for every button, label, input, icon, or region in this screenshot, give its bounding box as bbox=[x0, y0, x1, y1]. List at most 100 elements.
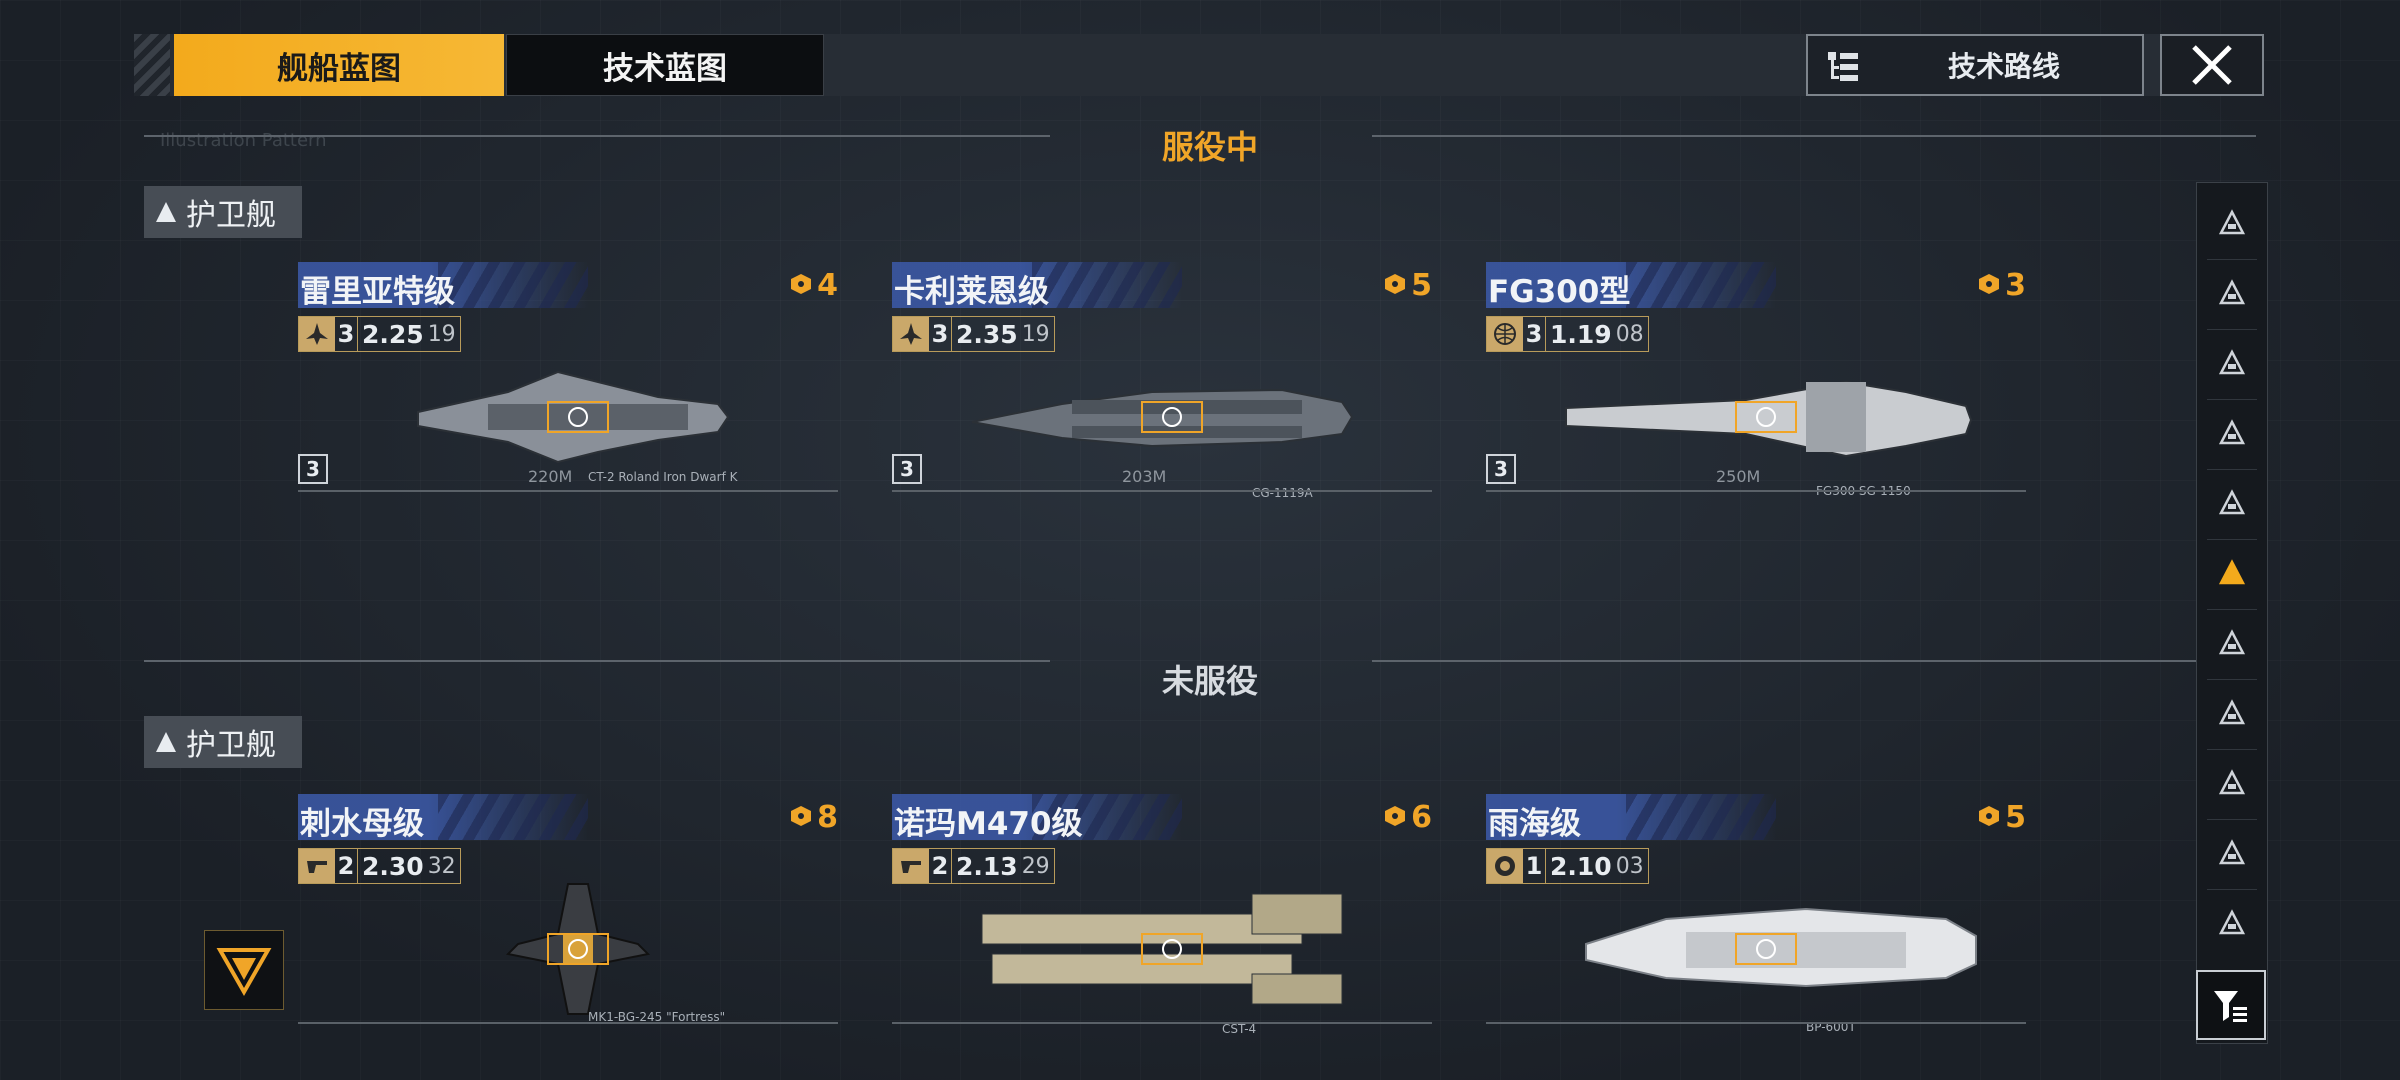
filter-base[interactable] bbox=[2197, 889, 2267, 959]
frigate-icon bbox=[2218, 559, 2246, 585]
name-band bbox=[892, 262, 1182, 308]
frigate-silhouette-icon bbox=[893, 317, 929, 351]
destroyer-icon bbox=[2218, 489, 2246, 515]
stat-value: 2.13 bbox=[956, 851, 1018, 881]
ship-class-filter-bar bbox=[2196, 182, 2268, 1044]
blueprint-count: 8 bbox=[789, 800, 838, 835]
stat-sub-value: 19 bbox=[1021, 321, 1050, 347]
filter-divider bbox=[2207, 259, 2257, 260]
length-ruler bbox=[298, 490, 838, 492]
blueprint-count: 5 bbox=[1977, 800, 2026, 835]
ship-model bbox=[358, 342, 798, 492]
level-badge: 3 bbox=[298, 454, 328, 484]
ship-card[interactable]: 雨海级 5 1 2.10 03 BP-600T bbox=[1486, 794, 2026, 1034]
tab-ship-blueprint[interactable]: 舰船蓝图 bbox=[174, 34, 504, 96]
stat-sub-value: 08 bbox=[1615, 321, 1644, 347]
ship-stats: 3 1.19 08 bbox=[1486, 316, 1649, 352]
ship-name: 诺玛M470级 bbox=[894, 806, 1083, 842]
fighter-icon bbox=[2218, 699, 2246, 725]
ship-caption: MK1-BG-245 "Fortress" bbox=[588, 1010, 726, 1024]
filter-hangar[interactable] bbox=[2197, 189, 2267, 259]
length-ruler bbox=[892, 1022, 1432, 1024]
filter-destroyer[interactable] bbox=[2197, 469, 2267, 539]
filter-station[interactable] bbox=[2197, 749, 2267, 819]
hint-badge-button[interactable] bbox=[204, 930, 284, 1010]
emblem-icon bbox=[1487, 849, 1523, 883]
filter-battlecruiser[interactable] bbox=[2197, 329, 2267, 399]
category-tab-frigate[interactable]: 护卫舰 bbox=[144, 186, 302, 238]
ship-name: 雷里亚特级 bbox=[300, 274, 455, 310]
ship-length: 220M bbox=[528, 467, 573, 486]
length-ruler bbox=[298, 1022, 838, 1024]
gun-icon bbox=[299, 849, 335, 883]
section-divider-left bbox=[144, 660, 1050, 662]
tech-route-label: 技术路线 bbox=[1948, 50, 2061, 83]
ship-stats: 3 2.25 19 bbox=[298, 316, 461, 352]
station-icon bbox=[2218, 769, 2246, 795]
stat-value: 2.35 bbox=[956, 319, 1018, 349]
blueprint-icon bbox=[1977, 268, 2001, 303]
tier-value: 2 bbox=[335, 849, 358, 883]
filter-carrier[interactable] bbox=[2197, 259, 2267, 329]
stat-sub-value: 19 bbox=[427, 321, 456, 347]
stat-sub-value: 03 bbox=[1615, 853, 1644, 879]
tier-value: 3 bbox=[335, 317, 358, 351]
tab-tech-blueprint[interactable]: 技术蓝图 bbox=[506, 34, 824, 96]
ship-card[interactable]: FG300型 3 3 1.19 08 FG300 SG-1150 250M 3 bbox=[1486, 262, 2026, 498]
stat-sub-value: 32 bbox=[427, 853, 456, 879]
filter-divider bbox=[2207, 469, 2257, 470]
name-band bbox=[892, 794, 1182, 840]
dome-icon bbox=[2218, 839, 2246, 865]
ship-stats: 2 2.13 29 bbox=[892, 848, 1055, 884]
blueprint-count: 6 bbox=[1383, 800, 1432, 835]
ship-name: 卡利莱恩级 bbox=[894, 274, 1049, 310]
ship-card[interactable]: 诺玛M470级 6 2 2.13 29 CST-4 bbox=[892, 794, 1432, 1036]
filter-icon bbox=[2214, 991, 2247, 1022]
filter-divider bbox=[2207, 329, 2257, 330]
section-divider-right bbox=[1372, 660, 2198, 662]
length-ruler bbox=[1486, 1022, 2026, 1024]
carrier-icon bbox=[2218, 279, 2246, 305]
name-band bbox=[298, 262, 588, 308]
hangar-icon bbox=[2218, 209, 2246, 235]
ship-stats: 1 2.10 03 bbox=[1486, 848, 1649, 884]
filter-frigate[interactable] bbox=[2197, 539, 2267, 609]
ship-length: 203M bbox=[1122, 467, 1167, 486]
ship-model bbox=[1546, 342, 1986, 492]
blueprint-icon bbox=[789, 268, 813, 303]
ship-name: 雨海级 bbox=[1488, 806, 1581, 842]
filter-button[interactable] bbox=[2196, 970, 2266, 1040]
filter-cruiser[interactable] bbox=[2197, 399, 2267, 469]
ship-caption: CST-4 bbox=[1222, 1022, 1257, 1036]
tier-value: 3 bbox=[1523, 317, 1546, 351]
ship-card[interactable]: 雷里亚特级 4 3 2.25 19 CT-2 Roland Iron Dwarf… bbox=[298, 262, 838, 492]
name-band bbox=[298, 794, 588, 840]
length-ruler bbox=[1486, 490, 2026, 492]
blueprint-icon bbox=[1977, 800, 2001, 835]
ship-length: 250M bbox=[1716, 467, 1761, 486]
filter-divider bbox=[2207, 539, 2257, 540]
tech-route-button[interactable]: 技术路线 bbox=[1806, 34, 2144, 96]
ship-model bbox=[952, 874, 1392, 1024]
ship-card[interactable]: 刺水母级 8 2 2.30 32 MK1-BG-245 "Fortress" bbox=[298, 794, 838, 1024]
close-button[interactable] bbox=[2160, 34, 2264, 96]
ship-name: 刺水母级 bbox=[300, 806, 424, 842]
base-icon bbox=[2218, 909, 2246, 935]
ship-card[interactable]: 卡利莱恩级 5 3 2.35 19 CG-1119A 203M 3 bbox=[892, 262, 1432, 500]
stat-sub-value: 29 bbox=[1021, 853, 1050, 879]
filter-dome[interactable] bbox=[2197, 819, 2267, 889]
gun-icon bbox=[893, 849, 929, 883]
length-ruler bbox=[892, 490, 1432, 492]
filter-corvette[interactable] bbox=[2197, 609, 2267, 679]
category-tab-frigate[interactable]: 护卫舰 bbox=[144, 716, 302, 768]
ship-stats: 2 2.30 32 bbox=[298, 848, 461, 884]
section-title-inactive: 未服役 bbox=[1161, 662, 1258, 700]
blueprint-count: 3 bbox=[1977, 268, 2026, 303]
ship-model bbox=[952, 342, 1392, 492]
filter-fighter[interactable] bbox=[2197, 679, 2267, 749]
globe-icon bbox=[1487, 317, 1523, 351]
blueprint-icon bbox=[789, 800, 813, 835]
ship-model bbox=[1546, 874, 1986, 1024]
frigate-silhouette-icon bbox=[299, 317, 335, 351]
